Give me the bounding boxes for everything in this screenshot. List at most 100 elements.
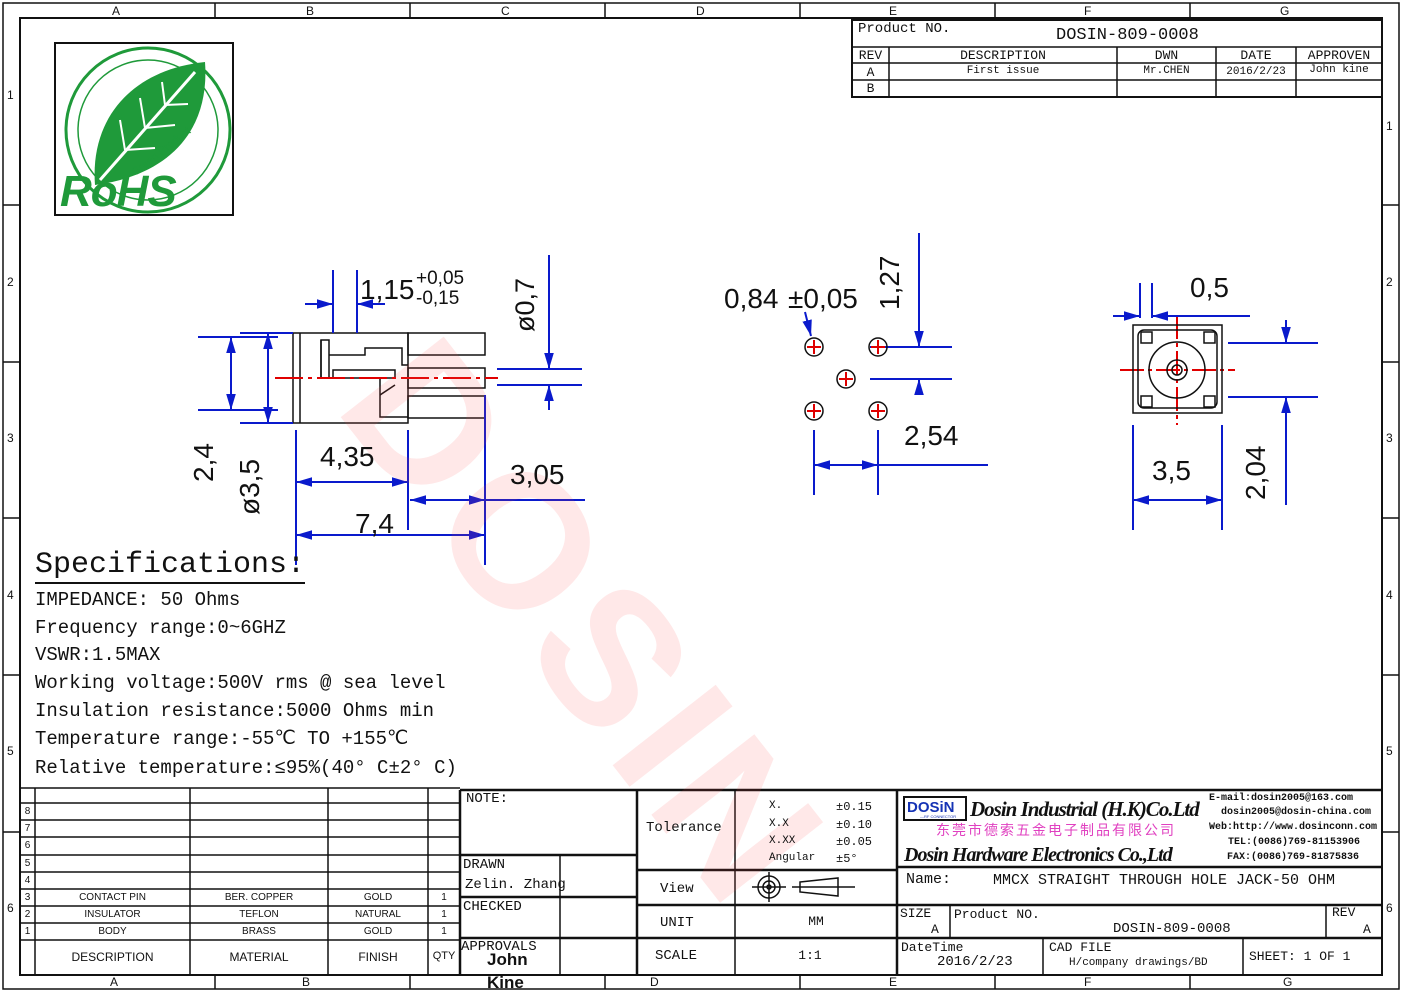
- scale-label: SCALE: [655, 948, 698, 964]
- bom-material: BRASS: [242, 926, 276, 937]
- bom-header-description: DESCRIPTION: [71, 950, 154, 964]
- bom-description: CONTACT PIN: [79, 892, 146, 903]
- bom-description: BODY: [98, 926, 127, 937]
- rev-cell: B: [866, 81, 875, 96]
- cad-file-label: CAD FILE: [1049, 940, 1112, 955]
- bom-finish: NATURAL: [355, 909, 401, 920]
- spec-line: Insulation resistance:5000 Ohms min: [35, 700, 435, 722]
- frame-column-label: A: [110, 975, 119, 989]
- frame-row-label: 2: [1386, 275, 1393, 289]
- tolerance-format: Angular: [769, 852, 816, 864]
- company-web: Web:http://www.dosinconn.com: [1209, 822, 1378, 833]
- dim-height-2-4: 2,4: [188, 443, 219, 482]
- datetime-value: 2016/2/23: [937, 954, 1013, 970]
- revision-table-lines: [851, 19, 1383, 98]
- frame-column-label: D: [650, 975, 659, 989]
- dim-width-3-5: 3,5: [1152, 455, 1191, 486]
- frame-row-label: 1: [1386, 119, 1393, 133]
- tolerance-value: ±5°: [836, 852, 858, 866]
- spec-line: IMPEDANCE: 50 Ohms: [35, 589, 241, 611]
- tolerance-format: X.X: [769, 818, 789, 830]
- frame-row-label: 3: [1386, 431, 1393, 445]
- tolerance-format: X.: [769, 800, 783, 812]
- bom-row-number: 6: [24, 840, 31, 851]
- rev-cell: A: [866, 65, 875, 80]
- dim-hole-tol: ±0,05: [788, 283, 858, 314]
- frame-row-label: 6: [7, 901, 14, 915]
- bom-header-finish: FINISH: [358, 950, 398, 964]
- size-label: SIZE: [900, 906, 932, 921]
- name-label: Name:: [906, 871, 952, 888]
- frame-row-label: 5: [1386, 744, 1393, 758]
- spec-line: Temperature range:-55℃ TO +155℃: [35, 728, 409, 750]
- frame-row-label: 5: [7, 744, 14, 758]
- dim-slot-0-5: 0,5: [1190, 272, 1229, 303]
- company-logo-sub: —RF CONNECTOR: [920, 814, 957, 819]
- size-value: A: [931, 922, 939, 937]
- bom-row-number: 5: [24, 858, 31, 869]
- company-email: dosin2005@dosin-china.com: [1221, 807, 1372, 818]
- unit-label: UNIT: [660, 915, 694, 931]
- company-name-cn: 东莞市德索五金电子制品有限公司: [936, 824, 1176, 840]
- dim-pin-tol-plus: +0,05: [416, 268, 465, 289]
- tolerance-value: ±0.15: [836, 800, 873, 814]
- dim-pitch-1-27: 1,27: [874, 255, 905, 311]
- view-label: View: [660, 881, 694, 897]
- bom-finish: GOLD: [363, 892, 393, 903]
- product-no: DOSIN-809-0008: [1113, 921, 1231, 937]
- dim-dia-3-5: ø3,5: [234, 458, 265, 515]
- note-label: NOTE:: [466, 791, 509, 807]
- frame-column-label: G: [1283, 975, 1293, 989]
- tolerance-value: ±0.05: [836, 835, 873, 849]
- description-header: DESCRIPTION: [960, 48, 1046, 63]
- dim-pin-length: 1,15: [360, 274, 415, 305]
- rev-label: REV: [1332, 905, 1356, 920]
- frame-column-label: F: [1084, 975, 1092, 989]
- dim-pin-dia: ø0,7: [510, 277, 540, 332]
- product-no: DOSIN-809-0008: [1056, 26, 1199, 45]
- datetime-label: DateTime: [901, 940, 964, 955]
- company-fax: FAX:(0086)769-81875836: [1227, 852, 1360, 863]
- frame-column-label: F: [1084, 4, 1092, 18]
- frame-row-label: 4: [7, 588, 14, 602]
- approven-header: APPROVEN: [1307, 48, 1371, 63]
- frame-row-label: 1: [7, 88, 14, 102]
- frame-column-label: D: [696, 4, 705, 18]
- company-email: E-mail:dosin2005@163.com: [1209, 793, 1354, 804]
- dimension-lines: [198, 233, 1318, 565]
- spec-line: Relative temperature:≤95%(40° C±2° C): [35, 757, 457, 779]
- frame-column-label: B: [302, 975, 311, 989]
- dwn-cell: Mr.CHEN: [1143, 65, 1190, 77]
- specifications-title: Specifications:: [35, 548, 306, 584]
- approved-by: John: [487, 950, 528, 969]
- drawn-by: Zelin. Zhang: [465, 877, 566, 893]
- bom-material: BER. COPPER: [224, 892, 294, 903]
- frame-row-label: 2: [7, 275, 14, 289]
- dim-len-3-05: 3,05: [510, 459, 565, 490]
- bom-qty: 1: [441, 926, 447, 937]
- company-name-hardware: Dosin Hardware Electronics Co.,Ltd: [904, 844, 1173, 866]
- product-no-label: Product NO.: [954, 907, 1040, 922]
- frame-column-label: B: [306, 4, 315, 18]
- frame-column-label: C: [501, 4, 510, 18]
- frame-row-label: 3: [7, 431, 14, 445]
- approven-cell: John kine: [1309, 64, 1369, 76]
- dim-len-7-4: 7,4: [355, 508, 394, 539]
- checked-label: CHECKED: [463, 899, 522, 915]
- bom-finish: GOLD: [363, 926, 393, 937]
- bom-row-number: 4: [24, 875, 31, 886]
- frame-row-label: 4: [1386, 588, 1393, 602]
- dim-pitch-2-54: 2,54: [904, 420, 959, 451]
- bom-material: TEFLON: [239, 909, 279, 920]
- rohs-logo-text: RoHS: [60, 167, 177, 216]
- bom-row-number: 1: [24, 926, 31, 937]
- company-tel: TEL:(0086)769-81153906: [1228, 837, 1361, 848]
- frame-column-label: G: [1280, 4, 1290, 18]
- date-cell: 2016/2/23: [1226, 66, 1286, 78]
- dim-hole-dia: 0,84: [724, 283, 779, 314]
- approved-by: Kine: [487, 974, 524, 988]
- bom-qty: 1: [441, 892, 447, 903]
- tolerance-label: Tolerance: [646, 820, 722, 836]
